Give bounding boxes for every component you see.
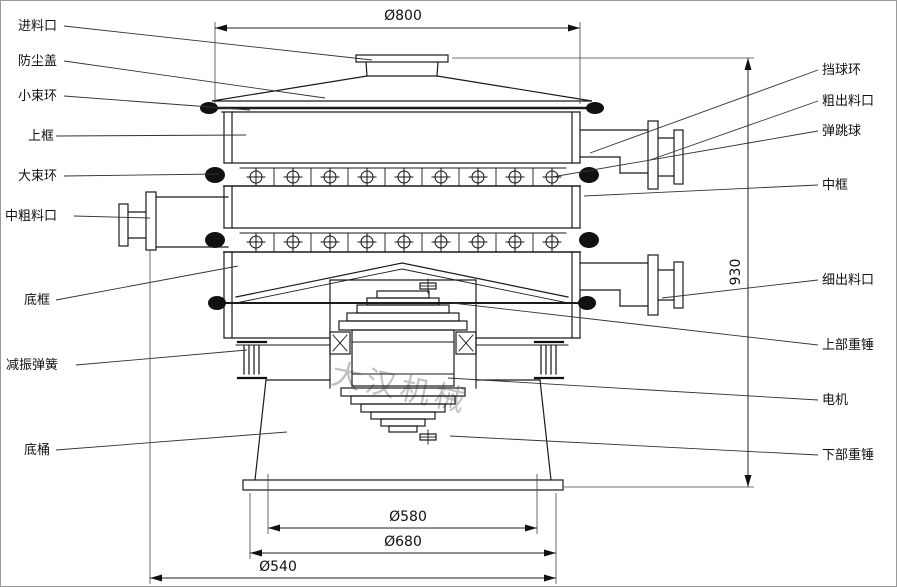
label-bottom-frame: 底框: [24, 292, 50, 308]
label-motor: 电机: [822, 393, 848, 408]
clamp-ring-left-2: [205, 232, 225, 248]
small-clamp-ring-left: [200, 102, 218, 114]
dim-text-580: Ø580: [389, 509, 427, 525]
ball-stop-ring-right: [579, 167, 599, 183]
clamp-ring-right-2: [579, 232, 599, 248]
clamp-ring-left-3: [208, 296, 226, 310]
dim-text-680: Ø680: [384, 534, 422, 550]
label-damping-spring: 减振弹簧: [6, 357, 58, 373]
large-clamp-ring-left: [205, 167, 225, 183]
motor-assembly: [329, 278, 477, 445]
part-labels-left: 进料口 防尘盖 小束环 上框 大束环 中粗料口 底框 减振弹簧 底桶: [5, 19, 58, 458]
bouncing-balls-row-2: [246, 232, 562, 252]
label-fine-outlet: 细出料口: [822, 273, 874, 288]
clamp-ring-right-3: [578, 296, 596, 310]
dim-text-800: Ø800: [384, 8, 422, 24]
label-small-clamp-ring: 小束环: [18, 89, 57, 104]
machine-body: [118, 54, 684, 491]
label-dust-cover: 防尘盖: [18, 53, 57, 69]
fine-outlet-part: [579, 254, 684, 316]
label-upper-weight: 上部重锤: [822, 337, 874, 353]
label-bottom-barrel: 底桶: [24, 442, 50, 458]
label-bouncing-ball: 弹跳球: [822, 124, 861, 139]
leader-lines: [55, 25, 819, 456]
middle-frame-part: [223, 185, 581, 229]
upper-frame-part: [221, 111, 581, 164]
dimension-lines: [149, 22, 754, 584]
screen-deck-2: [205, 227, 599, 253]
label-feed-inlet: 进料口: [18, 19, 57, 34]
bottom-frame-part: [208, 251, 596, 346]
dimension-texts: Ø800 930 Ø580 Ø680 Ø540: [259, 8, 744, 575]
label-upper-frame: 上框: [28, 129, 54, 144]
motor-part: [329, 329, 477, 387]
mid-coarse-outlet-part: [118, 191, 229, 251]
dim-text-930: 930: [728, 259, 744, 286]
bouncing-balls-row-1: [246, 167, 562, 187]
lower-weight-part: [340, 387, 466, 445]
label-large-clamp-ring: 大束环: [18, 169, 57, 184]
coarse-outlet-part: [579, 120, 684, 190]
screen-deck-1: [205, 162, 599, 187]
bottom-barrel-part: [242, 379, 564, 491]
label-middle-frame: 中框: [822, 178, 848, 193]
label-ball-stop-ring: 挡球环: [822, 63, 861, 78]
label-lower-weight: 下部重锤: [822, 447, 874, 463]
dust-cover-part: [200, 75, 604, 114]
part-labels-right: 挡球环 粗出料口 弹跳球 中框 细出料口 上部重锤 电机 下部重锤: [822, 63, 874, 463]
extension-lines: [149, 22, 754, 584]
label-coarse-outlet: 粗出料口: [822, 94, 874, 109]
label-mid-coarse-outlet: 中粗料口: [5, 209, 57, 224]
dim-text-540: Ø540: [259, 559, 297, 575]
small-clamp-ring-right: [586, 102, 604, 114]
